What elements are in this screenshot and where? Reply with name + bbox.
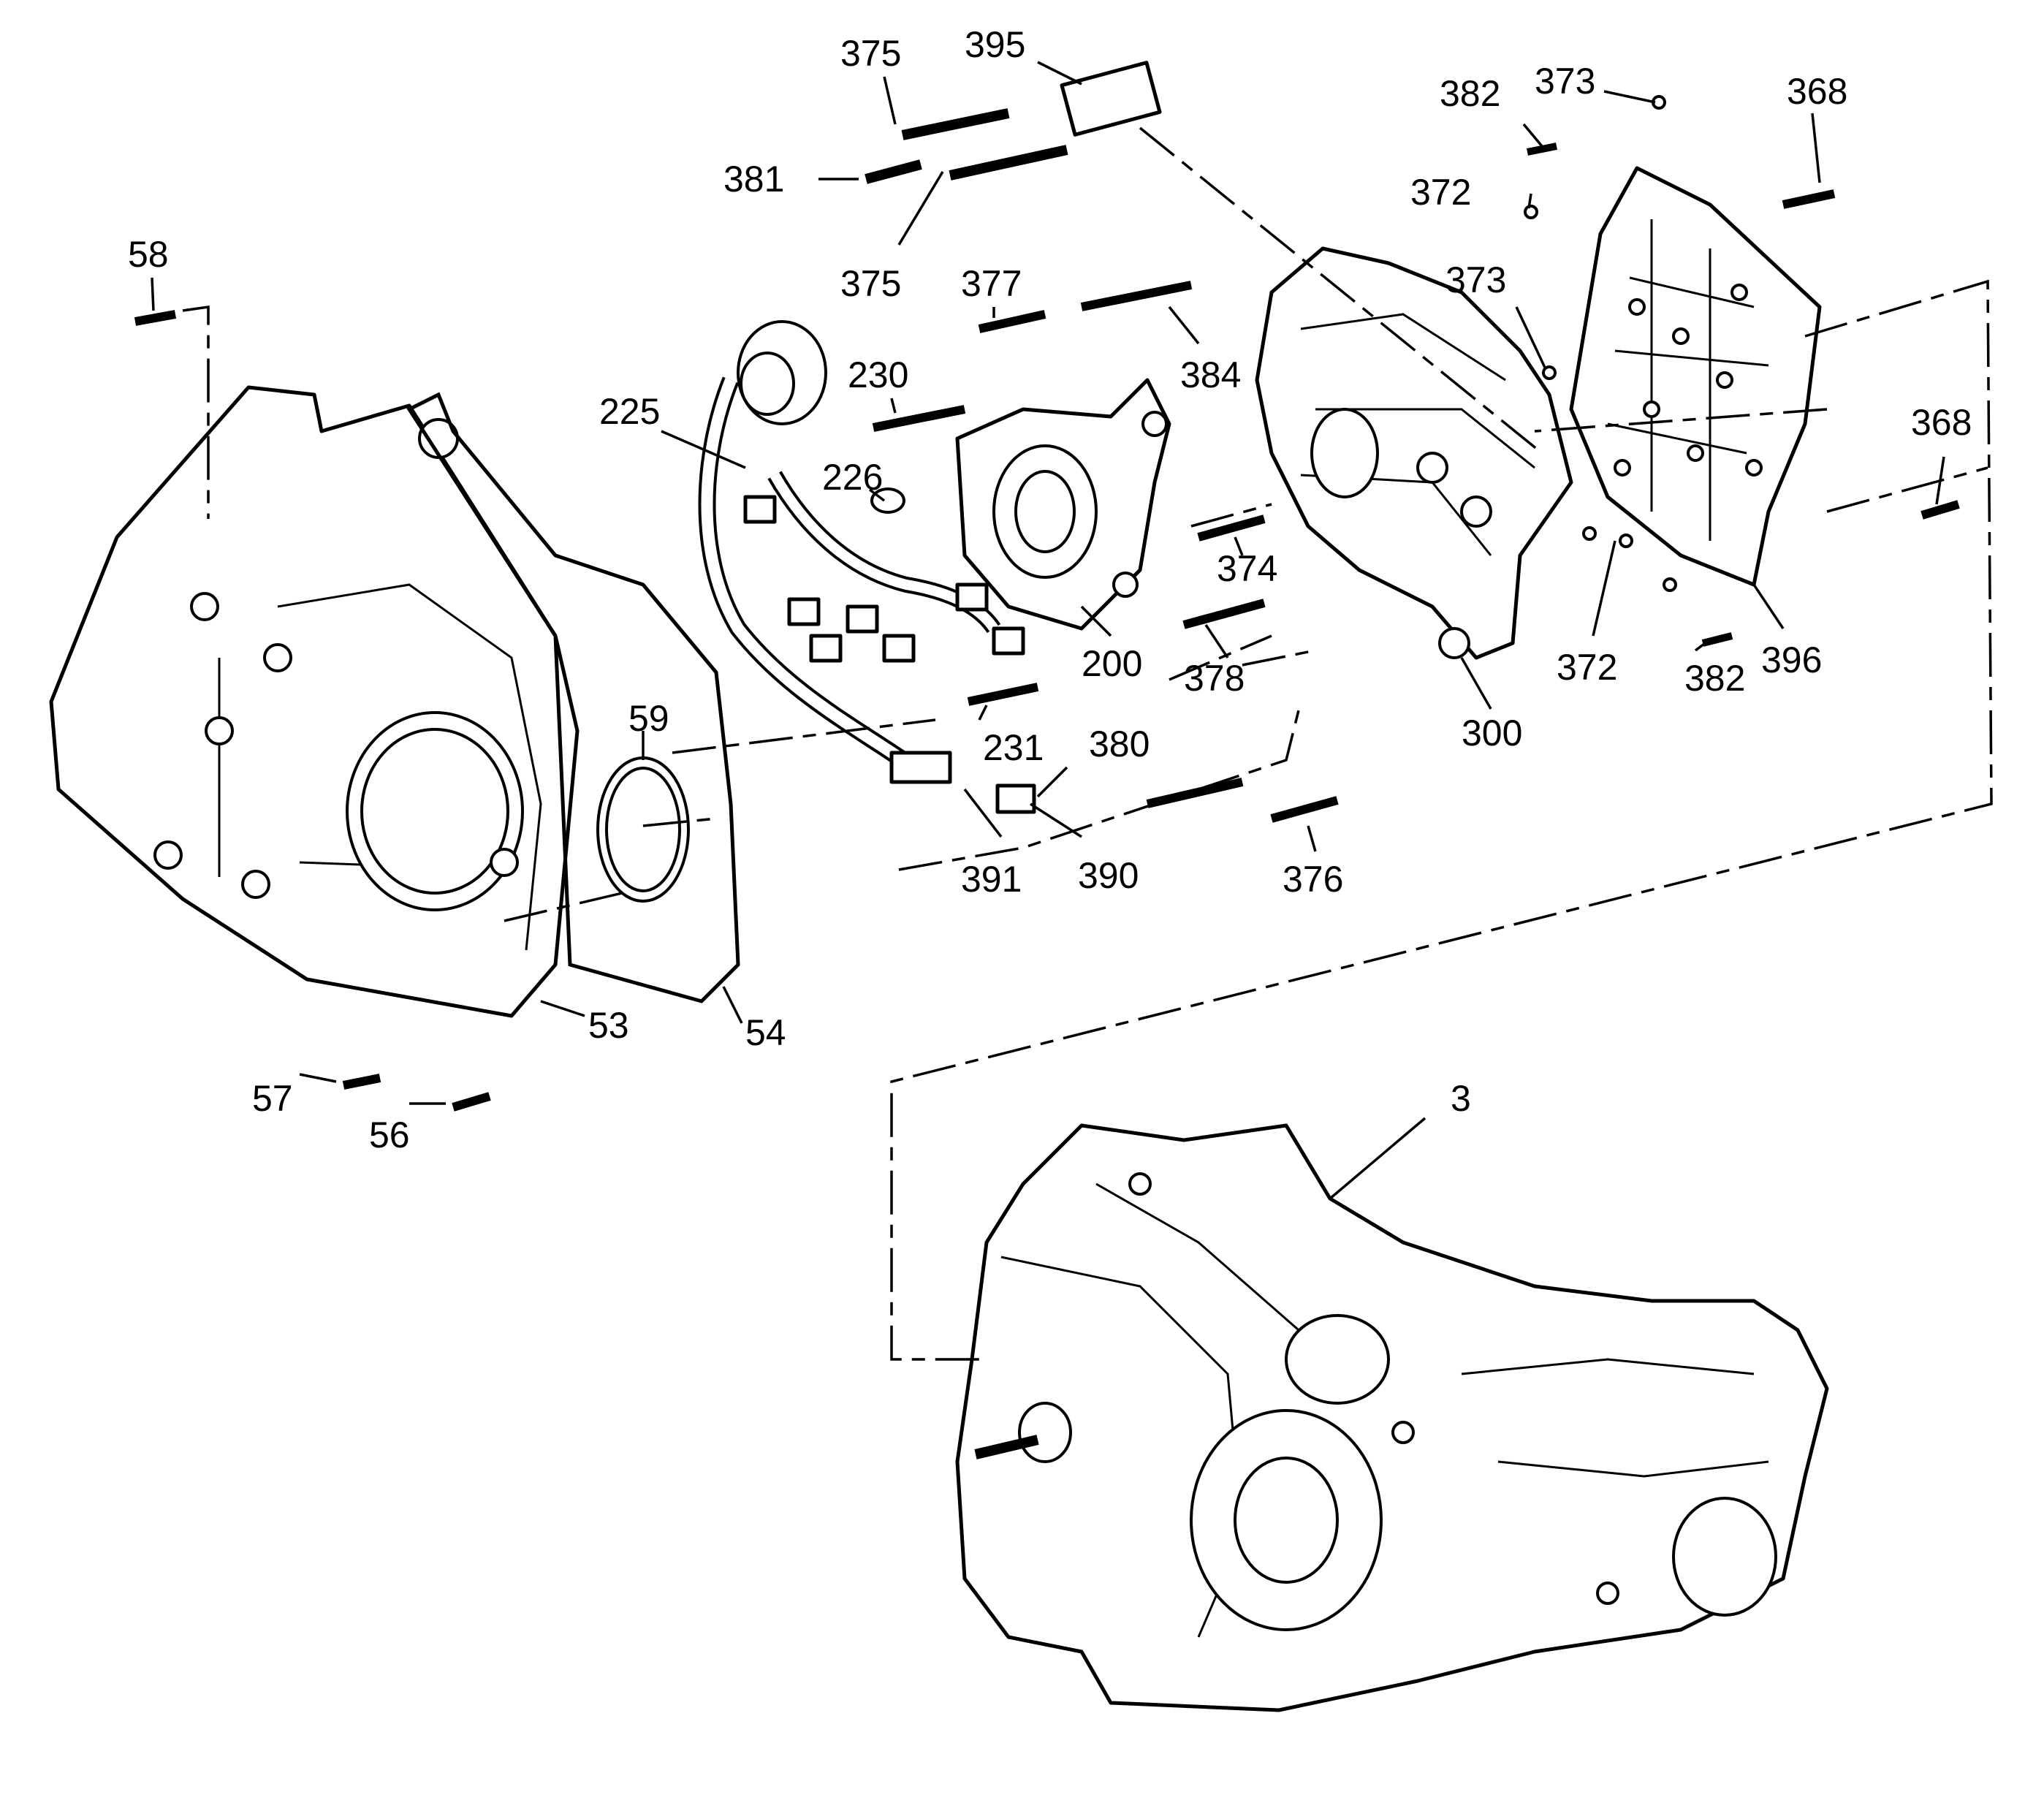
callout-57: 57 bbox=[252, 1078, 293, 1119]
callout-390: 390 bbox=[1078, 855, 1139, 896]
transmission-assembly bbox=[955, 1123, 1829, 1712]
callout-372-bottom: 372 bbox=[1557, 647, 1617, 688]
callout-230: 230 bbox=[848, 354, 908, 395]
callout-378: 378 bbox=[1184, 658, 1245, 699]
solenoid-body bbox=[955, 378, 1171, 631]
side-cover bbox=[49, 385, 580, 1018]
callout-58: 58 bbox=[128, 234, 169, 275]
callout-59: 59 bbox=[628, 698, 669, 739]
cover-gasket bbox=[406, 392, 740, 1003]
callout-200: 200 bbox=[1082, 643, 1142, 684]
callout-225: 225 bbox=[599, 391, 660, 432]
callout-53: 53 bbox=[588, 1005, 629, 1046]
callout-labels: 375 395 381 375 382 373 368 372 373 58 3… bbox=[128, 24, 1972, 1155]
callout-368-top: 368 bbox=[1787, 71, 1847, 112]
callout-368-bottom: 368 bbox=[1911, 402, 1972, 443]
callout-300: 300 bbox=[1462, 713, 1522, 753]
seal-ring bbox=[596, 756, 690, 903]
callout-374: 374 bbox=[1217, 548, 1277, 589]
callout-377: 377 bbox=[961, 263, 1022, 304]
callout-382-bottom: 382 bbox=[1684, 658, 1745, 699]
callout-226: 226 bbox=[822, 457, 883, 498]
callout-376: 376 bbox=[1283, 859, 1343, 900]
control-valve-body bbox=[1255, 246, 1573, 660]
alignment-lines bbox=[182, 126, 1993, 1361]
callout-373-mid: 373 bbox=[1445, 259, 1506, 300]
callout-396: 396 bbox=[1761, 639, 1822, 680]
callout-382-top: 382 bbox=[1440, 73, 1500, 114]
callout-381: 381 bbox=[723, 159, 784, 200]
spacer-plate bbox=[1569, 166, 1822, 587]
leader-lines bbox=[151, 61, 1945, 1200]
callout-54: 54 bbox=[745, 1012, 786, 1053]
callout-372-top: 372 bbox=[1410, 172, 1471, 213]
callout-391: 391 bbox=[961, 859, 1022, 900]
callout-3: 3 bbox=[1451, 1078, 1471, 1119]
callout-375-top: 375 bbox=[840, 33, 901, 74]
callout-380: 380 bbox=[1089, 724, 1150, 764]
callout-384: 384 bbox=[1180, 354, 1241, 395]
callout-373-top: 373 bbox=[1535, 61, 1595, 102]
callout-375-bottom: 375 bbox=[840, 263, 901, 304]
callout-56: 56 bbox=[369, 1115, 410, 1155]
callout-395: 395 bbox=[965, 24, 1025, 65]
bolts-and-hardware bbox=[134, 61, 1960, 1112]
callout-231: 231 bbox=[983, 727, 1044, 768]
